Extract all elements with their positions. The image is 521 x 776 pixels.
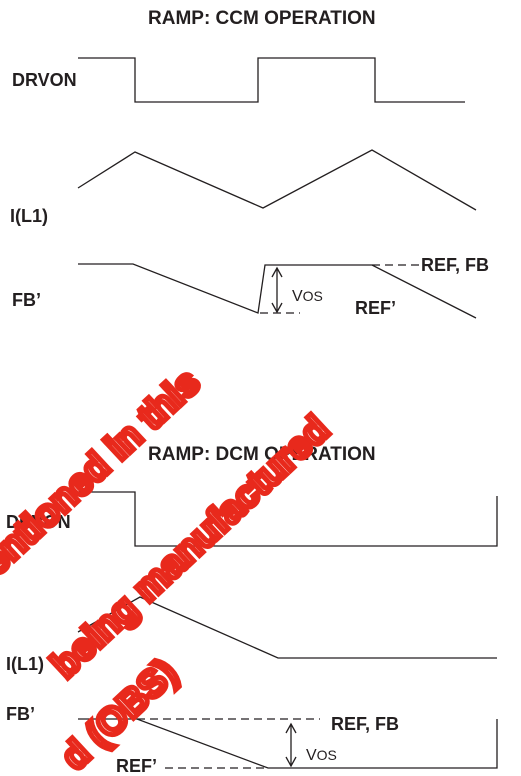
ccm-drvon-label: DRVON	[12, 70, 77, 90]
ccm-inductor-label: I(L1)	[10, 206, 48, 226]
dcm-vos-arrow-up	[285, 722, 297, 734]
obsolete-watermark: mentioned in this being manufactured d (…	[0, 359, 340, 776]
dcm-inductor-label: I(L1)	[6, 654, 44, 674]
ccm-drvon-waveform	[78, 57, 465, 103]
dcm-title: RAMP: DCM OPERATION	[148, 444, 376, 465]
dcm-vos-label: VOS	[306, 747, 337, 764]
ccm-inductor-current-waveform	[77, 149, 477, 211]
ccm-fb-waveform	[78, 263, 477, 319]
dcm-ref-prime-label: REF’	[116, 756, 157, 776]
ccm-vos-arrow-up	[271, 266, 283, 278]
ccm-title: RAMP: CCM OPERATION	[148, 8, 376, 29]
dcm-fb-waveform	[78, 718, 498, 769]
dcm-drvon-waveform	[78, 491, 498, 547]
ccm-ref-fb-label: REF, FB	[421, 255, 489, 275]
dcm-drvon-label: DRVON	[6, 512, 71, 532]
ccm-vos-label: VOS	[292, 288, 323, 305]
ccm-fb-label: FB’	[12, 290, 41, 310]
ccm-ref-prime-label: REF’	[355, 298, 396, 318]
dcm-ref-fb-label: REF, FB	[331, 714, 399, 734]
dcm-vos-arrow-down	[285, 756, 297, 768]
dcm-inductor-current-waveform	[77, 596, 497, 659]
ccm-vos-arrow-down	[271, 302, 283, 314]
dcm-fb-label: FB’	[6, 704, 35, 724]
